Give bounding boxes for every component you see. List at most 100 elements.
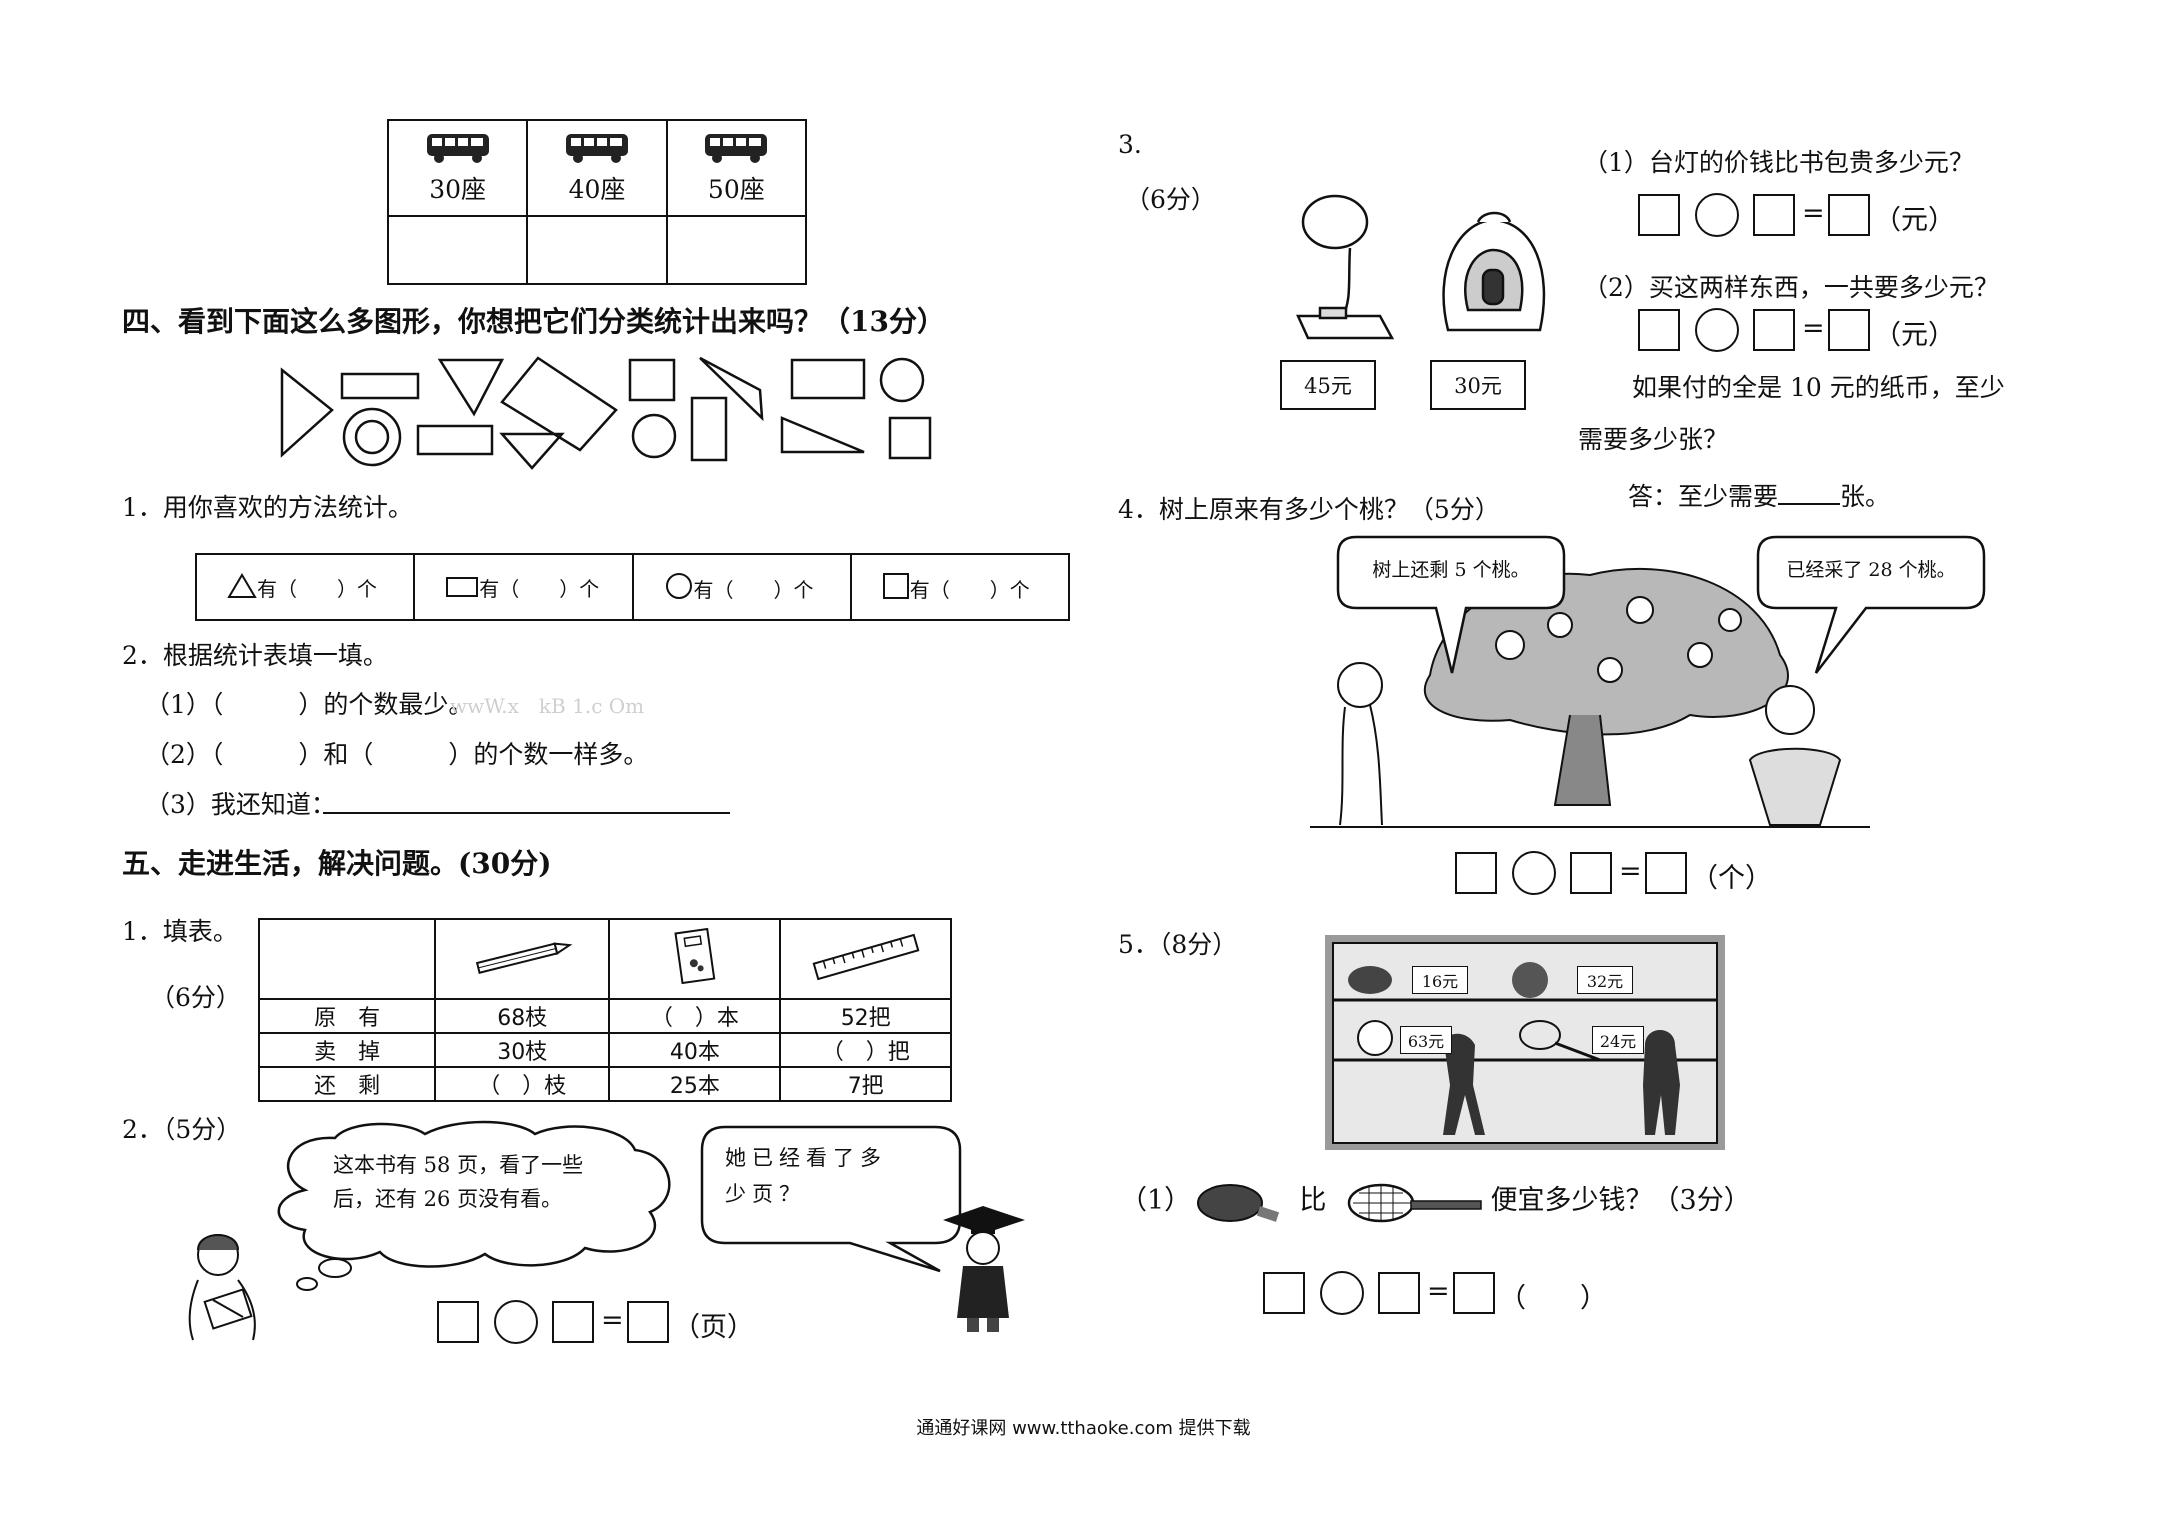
thought-cloud <box>277 1120 671 1291</box>
price-value: 16元 <box>1421 972 1459 991</box>
price-value: 32元 <box>1586 972 1624 991</box>
unit-label: （页） <box>673 1312 754 1343</box>
operator-circle[interactable] <box>1320 1271 1364 1315</box>
stat-cell-triangle: 有（）个 <box>194 553 416 621</box>
q3-extra-line1: 如果付的全是 10 元的纸币，至少 <box>1632 373 2005 402</box>
stat-cell-rectangle: 有（）个 <box>413 553 634 621</box>
answer-box[interactable] <box>1753 194 1795 236</box>
pencil-header <box>434 918 611 1000</box>
q4-label: 4．树上原来有多少个桃？（5分） <box>1118 495 1500 524</box>
answer-prefix: 答：至少需要 <box>1628 482 1779 511</box>
bag-price: 30元 <box>1454 374 1502 398</box>
bus-icon <box>565 134 628 163</box>
left-bubble-text: 树上还剩 5 个桃。 <box>1372 559 1530 581</box>
unit-label: （元） <box>1874 205 1955 236</box>
q3-extra-line2: 需要多少张？ <box>1578 425 1729 454</box>
price-tag-63: 63元 <box>1400 1026 1452 1054</box>
table-cell[interactable]: （ ）枝 <box>434 1066 611 1102</box>
stat-suffix: ）个 <box>989 577 1030 602</box>
answer-cell[interactable] <box>386 215 529 285</box>
price-value: 63元 <box>1407 1032 1445 1051</box>
right-bubble-text: 已经采了 28 个桃。 <box>1786 559 1956 581</box>
answer-box[interactable] <box>552 1301 594 1343</box>
q5-equation: = （ ） <box>1263 1268 1607 1318</box>
answer-suffix: 张。 <box>1840 482 1891 511</box>
operator-circle[interactable] <box>1695 193 1739 237</box>
answer-box[interactable] <box>1638 194 1680 236</box>
table-cell: 52把 <box>779 998 952 1034</box>
right-speech-bubble <box>1756 535 1986 674</box>
q5-sub1-prefix: （1） <box>1120 1185 1192 1216</box>
price-tag-16: 16元 <box>1412 966 1468 994</box>
answer-cell[interactable] <box>526 215 668 285</box>
section4-q2: 2．根据统计表填一填。 <box>122 641 388 670</box>
section5-title: 五、走进生活，解决问题。(30分) <box>122 847 552 880</box>
q5-sub1: （1） 比 便宜多少钱？（3分） <box>1120 1178 1751 1238</box>
equals-sign: = <box>1802 198 1825 229</box>
bus-seat-label: 40座 <box>568 175 626 204</box>
operator-circle[interactable] <box>1695 308 1739 352</box>
answer-box[interactable] <box>437 1301 479 1343</box>
operator-circle[interactable] <box>494 1300 538 1344</box>
price-value: 24元 <box>1599 1032 1637 1051</box>
sports-shelf-illustration <box>1325 935 1725 1150</box>
square-icon <box>882 572 909 599</box>
answer-box[interactable] <box>627 1301 669 1343</box>
answer-box[interactable] <box>1570 852 1612 894</box>
peach-tree-illustration <box>1310 567 1870 828</box>
girl-reading-illustration <box>188 1234 256 1341</box>
bus-cell-50: 50座 <box>665 119 808 217</box>
q4-equation: = （个） <box>1455 848 1785 898</box>
answer-cell[interactable] <box>665 215 808 285</box>
footer-text: 通通好课网 www.tthaoke.com 提供下载 <box>916 1418 1251 1439</box>
speech-bubble <box>700 1125 962 1273</box>
lamp-price-tag: 45元 <box>1280 360 1376 410</box>
table-cell[interactable]: （ ）把 <box>779 1032 952 1068</box>
shapes-figure <box>280 356 932 470</box>
speech-text: 她已经看了多少页？ <box>725 1146 887 1206</box>
unit-label: （个） <box>1691 863 1772 894</box>
bus-cell-30: 30座 <box>386 119 529 217</box>
section4-q1: 1．用你喜欢的方法统计。 <box>122 493 413 522</box>
shape-count-table: 有（）个 有（）个 有（）个 有（）个 <box>194 553 1071 621</box>
table-cell: 68枝 <box>434 998 611 1034</box>
answer-line[interactable] <box>323 812 730 814</box>
answer-box[interactable] <box>1378 1272 1420 1314</box>
graduate-boy-illustration <box>943 1206 1025 1332</box>
table-cell: 25本 <box>608 1066 782 1102</box>
lamp-price: 45元 <box>1304 374 1352 398</box>
table-cell: 7把 <box>779 1066 952 1102</box>
badminton-racket-icon <box>1348 1183 1483 1222</box>
operator-circle[interactable] <box>1512 851 1556 895</box>
q3-label: 3. <box>1118 130 1142 159</box>
row-header: 还 剩 <box>257 1066 437 1102</box>
book-header <box>608 918 782 1000</box>
answer-box[interactable] <box>1753 309 1795 351</box>
q3-sub2-equation: = （元） <box>1638 305 1958 355</box>
bus-cell-40: 40座 <box>526 119 668 217</box>
stat-prefix: 有（ <box>479 576 520 601</box>
book-icon <box>674 927 716 985</box>
stat-cell-square: 有（）个 <box>849 553 1071 621</box>
answer-box[interactable] <box>1828 194 1870 236</box>
bus-icon <box>426 134 489 163</box>
equals-sign: = <box>1427 1276 1450 1307</box>
answer-box[interactable] <box>1828 309 1870 351</box>
q2-equation: = （页） <box>437 1297 757 1347</box>
triangle-icon <box>227 572 257 598</box>
answer-box[interactable] <box>1638 309 1680 351</box>
price-tag-32: 32元 <box>1577 966 1633 994</box>
table-cell[interactable]: （ ）本 <box>608 998 782 1034</box>
answer-blank[interactable] <box>1778 479 1841 505</box>
q3-score: （6分） <box>1125 185 1216 214</box>
section4-q2-1: （1）（ ）的个数最少。 <box>145 690 474 719</box>
row-header: 原 有 <box>257 998 437 1034</box>
answer-box[interactable] <box>1263 1272 1305 1314</box>
answer-box[interactable] <box>1645 852 1687 894</box>
bag-price-tag: 30元 <box>1430 360 1526 410</box>
answer-box[interactable] <box>1453 1272 1495 1314</box>
section4-q2-2: （2）（ ）和（ ）的个数一样多。 <box>145 740 649 769</box>
equals-sign: = <box>1802 313 1825 344</box>
ruler-icon <box>812 933 920 981</box>
answer-box[interactable] <box>1455 852 1497 894</box>
